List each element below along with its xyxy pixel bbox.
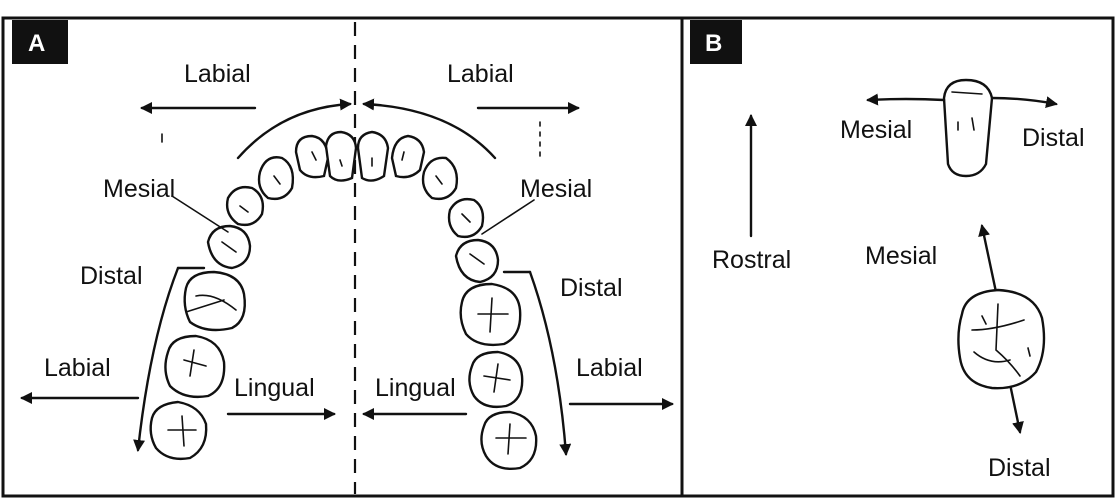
molar-tooth [958,290,1044,388]
label-distal-right: Distal [560,274,623,302]
label-labial-top-right: Labial [447,60,514,88]
panel-b-letter: B [705,30,722,57]
mesial-pointer-right [482,200,534,234]
panel-a: A Labial Labial [3,18,682,496]
panel-a-frame [3,18,682,496]
label-lingual-right: Lingual [375,374,456,402]
label-mesial-molar: Mesial [865,242,937,270]
panel-b: B Rostral Mesial Distal Mesial Distal [682,18,1113,496]
distal-arrow-top [992,98,1056,104]
molar-mesial-arrow [982,226,996,292]
label-distal-molar: Distal [988,454,1051,482]
label-mesial-top: Mesial [840,116,912,144]
label-lingual-left: Lingual [234,374,315,402]
teeth-right-arcade [423,158,536,469]
molar-distal-arrow [1010,384,1020,432]
label-distal-top: Distal [1022,124,1085,152]
incisors [296,132,424,181]
incisor-tooth [944,80,992,176]
mesial-pointer-left [172,196,228,232]
label-mesial-right: Mesial [520,175,592,203]
label-rostral: Rostral [712,246,791,274]
panel-a-letter: A [28,30,45,57]
label-labial-top-left: Labial [184,60,251,88]
label-distal-left: Distal [80,262,143,290]
mesial-arrow-top [868,99,944,100]
label-labial-side-left: Labial [44,354,111,382]
label-labial-side-right: Labial [576,354,643,382]
label-mesial-left: Mesial [103,175,175,203]
